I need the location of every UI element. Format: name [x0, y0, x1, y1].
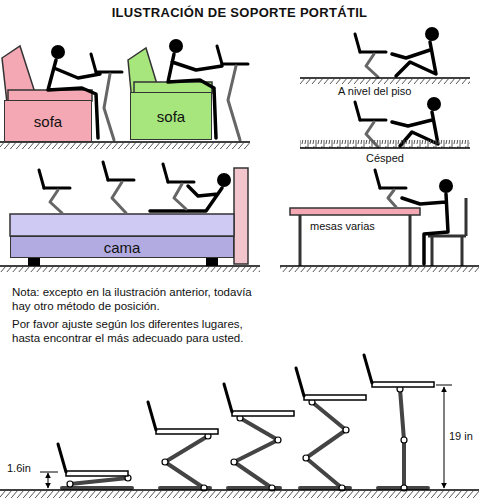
floor-scene: [300, 27, 470, 84]
bed-scene: [0, 162, 260, 272]
dimension-lines: [40, 385, 452, 488]
node-label: cama: [104, 239, 141, 256]
note-text: Nota: excepto en la ilustración anterior…: [12, 286, 252, 314]
sofa-box: sofa: [4, 100, 92, 142]
place-label: A nivel del piso: [338, 85, 411, 98]
lawn-scene: [300, 97, 470, 148]
bed-box: cama: [10, 236, 234, 258]
note-text: Por favor ajuste según los diferentes lu…: [12, 318, 274, 346]
dimension-label: 1.6in: [6, 462, 32, 475]
green-sofa-scene: [128, 39, 248, 140]
place-label: mesas varias: [310, 220, 375, 233]
table-scene: [280, 170, 479, 272]
node-label: sofa: [34, 113, 62, 130]
place-label: Césped: [366, 152, 404, 165]
node-label: sofa: [157, 108, 185, 125]
title: ILUSTRACIÓN DE SOPORTE PORTÁTIL: [0, 5, 479, 21]
dimension-label: 19 in: [448, 430, 474, 443]
stand-heights: [0, 355, 479, 498]
sofa-box: sofa: [130, 92, 212, 140]
